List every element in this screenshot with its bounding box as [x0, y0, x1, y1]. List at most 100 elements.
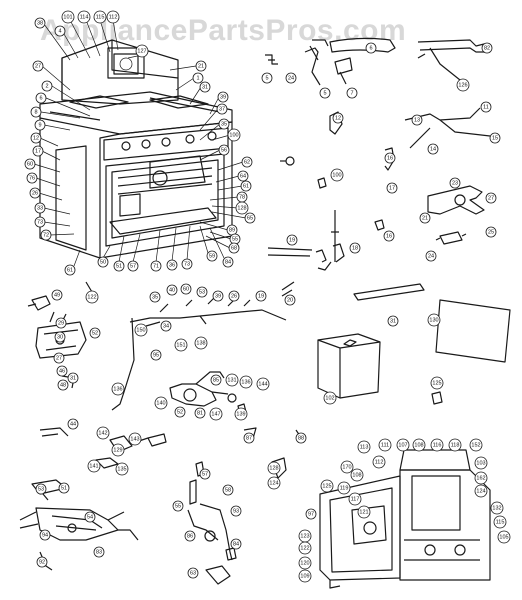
- callout-label: 116: [433, 442, 442, 448]
- callout-label: 131: [227, 377, 236, 383]
- callout-bubble: [127, 260, 139, 272]
- callout-label: 46: [59, 368, 65, 374]
- callout-c41: 36: [166, 259, 178, 271]
- callout-label: 15: [492, 135, 498, 141]
- callout-bubble: [84, 511, 96, 523]
- callout-bubble: [305, 508, 317, 520]
- callout-bubble: [284, 294, 296, 306]
- callout-bubble: [396, 438, 410, 452]
- callout-bubble: [111, 382, 125, 396]
- callout-label: 94: [42, 532, 48, 538]
- callout-c62: 100: [330, 168, 344, 182]
- callout-bubble: [166, 259, 178, 271]
- callout-label: 81: [197, 410, 203, 416]
- callout-bubble: [456, 78, 470, 92]
- callout-bubble: [209, 407, 223, 421]
- callout-bubble: [255, 290, 267, 302]
- callout-c100: 147: [209, 407, 223, 421]
- callout-label: 129: [113, 447, 122, 453]
- callout-label: 33: [37, 205, 43, 211]
- callout-label: 62: [244, 159, 250, 165]
- callout-c116: 54: [84, 511, 96, 523]
- callout-label: 24: [288, 75, 294, 81]
- callout-c89: 26: [228, 290, 240, 302]
- callout-label: 16: [387, 155, 393, 161]
- callout-c69: 18: [349, 242, 361, 254]
- callout-bubble: [40, 229, 52, 241]
- callout-c149: 162: [474, 471, 488, 485]
- callout-bubble: [39, 529, 51, 541]
- callout-bubble: [61, 10, 75, 24]
- callout-bubble: [228, 242, 240, 254]
- callout-label: 51: [61, 485, 67, 491]
- callout-bubble: [199, 81, 211, 93]
- callout-bubble: [184, 530, 196, 542]
- callout-bubble: [419, 212, 431, 224]
- callout-c119: 92: [36, 556, 48, 568]
- callout-bubble: [285, 72, 297, 84]
- callout-c132: 122: [298, 541, 312, 555]
- callout-bubble: [30, 132, 42, 144]
- callout-label: 6: [39, 95, 42, 101]
- callout-c136: 108: [350, 468, 364, 482]
- callout-c138: 121: [357, 505, 371, 519]
- callout-label: 76: [29, 175, 35, 181]
- callout-bubble: [160, 320, 172, 332]
- callout-label: 12: [33, 135, 39, 141]
- callout-bubble: [58, 482, 70, 494]
- callout-bubble: [357, 505, 371, 519]
- callout-c58: 15: [489, 132, 501, 144]
- callout-c50: 5: [319, 87, 331, 99]
- callout-bubble: [337, 481, 351, 495]
- callout-bubble: [348, 492, 362, 506]
- callout-c45: 55: [229, 233, 241, 245]
- callout-bubble: [320, 479, 334, 493]
- callout-bubble: [26, 172, 38, 184]
- callout-label: 85: [213, 377, 219, 383]
- callout-label: 118: [451, 442, 460, 448]
- callout-c22: 56: [218, 144, 230, 156]
- callout-label: 150: [136, 327, 145, 333]
- callout-bubble: [330, 168, 344, 182]
- callout-label: 21: [198, 63, 204, 69]
- callout-c103: 136: [239, 375, 253, 389]
- callout-label: 9: [38, 122, 41, 128]
- callout-c44: 84: [222, 256, 234, 268]
- callout-c34: 89: [226, 224, 238, 236]
- callout-label: 136: [241, 379, 250, 385]
- callout-bubble: [34, 216, 46, 228]
- callout-c54: 126: [456, 78, 470, 92]
- callout-c75: 125: [430, 376, 444, 390]
- callout-c57: 13: [411, 114, 423, 126]
- callout-label: 122: [300, 545, 309, 551]
- callout-bubble: [149, 291, 161, 303]
- callout-label: 82: [484, 45, 490, 51]
- callout-c131: 123: [298, 529, 312, 543]
- callout-label: 35: [221, 121, 227, 127]
- callout-label: 84: [233, 541, 239, 547]
- callout-bubble: [256, 377, 270, 391]
- callout-label: 54: [87, 514, 93, 520]
- callout-c03: 114: [77, 10, 91, 24]
- callout-c04: 115: [93, 10, 107, 24]
- callout-bubble: [135, 44, 149, 58]
- callout-c128: 124: [267, 476, 281, 490]
- callout-bubble: [55, 317, 67, 329]
- callout-c40: 71: [150, 260, 162, 272]
- callout-c28: 61: [240, 180, 252, 192]
- callout-bubble: [192, 72, 204, 84]
- callout-bubble: [497, 530, 511, 544]
- callout-c118: 83: [93, 546, 105, 558]
- callout-c51: 7: [346, 87, 358, 99]
- callout-bubble: [474, 484, 488, 498]
- callout-label: 27: [35, 63, 41, 69]
- callout-c112: 87: [243, 432, 255, 444]
- callout-label: 88: [298, 435, 304, 441]
- callout-bubble: [53, 352, 65, 364]
- callout-c84: 35: [149, 291, 161, 303]
- callout-bubble: [372, 455, 386, 469]
- callout-label: 68: [231, 245, 237, 251]
- callout-label: 128: [269, 465, 278, 471]
- callout-c130: 97: [305, 508, 317, 520]
